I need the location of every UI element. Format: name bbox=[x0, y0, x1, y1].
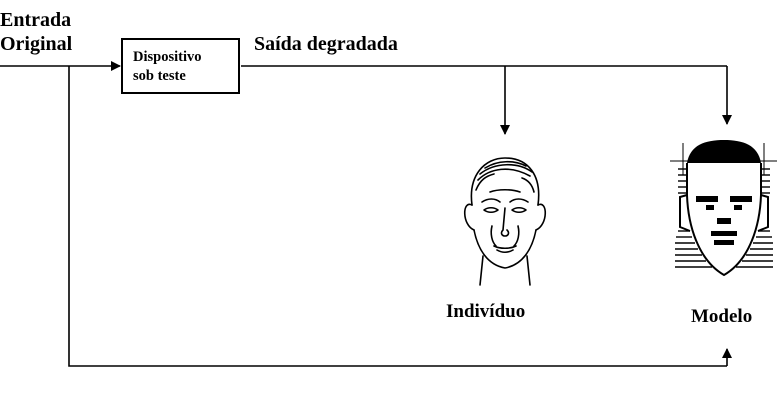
device-line2: sob teste bbox=[133, 68, 186, 84]
input-label-line2: Original bbox=[0, 33, 73, 55]
reference-line bbox=[68, 66, 727, 367]
human-face-icon bbox=[463, 157, 547, 286]
device-under-test-box: Dispositivo sob teste bbox=[121, 38, 240, 94]
output-label: Saída degradada bbox=[254, 33, 398, 55]
device-line1: Dispositivo bbox=[133, 49, 202, 65]
model-face-icon bbox=[670, 140, 777, 277]
input-label-line1: Entrada bbox=[0, 9, 72, 31]
model-label: Modelo bbox=[691, 306, 753, 327]
input-label: Entrada Original bbox=[0, 8, 72, 56]
subject-label: Indivíduo bbox=[446, 301, 526, 322]
